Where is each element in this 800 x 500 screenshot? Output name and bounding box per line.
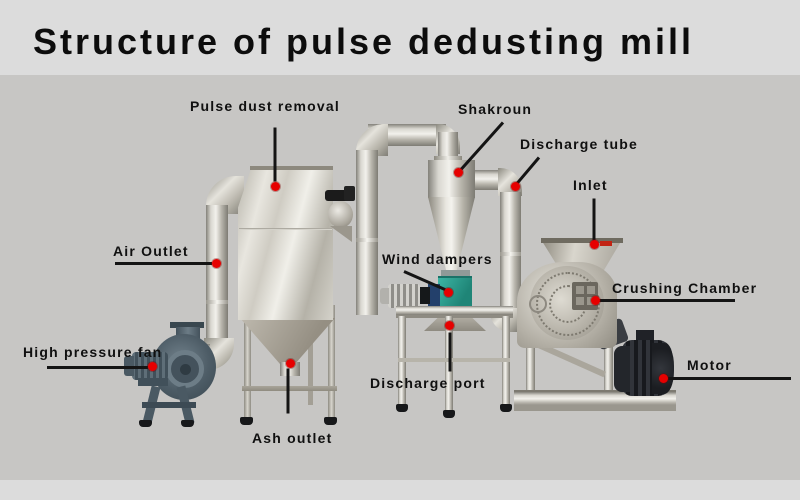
leader-line-pulse-dust-removal <box>273 127 277 181</box>
marker-dot-wind-dampers <box>443 287 453 297</box>
marker-dot-high-pressure-fan <box>147 361 157 371</box>
pulse-valve-pipe <box>325 190 353 201</box>
part-label-wind-dampers: Wind dampers <box>382 251 493 267</box>
pipe-weld-band <box>356 238 378 242</box>
air-outlet-pipe-vertical <box>206 205 228 355</box>
leader-line-discharge-tube <box>515 156 541 184</box>
marker-dot-discharge-port <box>444 320 454 330</box>
pulse-valve-bracket <box>330 226 352 242</box>
cyclone-loop-pipe-vertical <box>356 150 378 315</box>
marker-dot-discharge-tube <box>510 181 520 191</box>
leader-line-motor <box>666 376 791 380</box>
collector-stand-leg <box>328 305 335 418</box>
mill-stand-leg <box>604 338 613 394</box>
collector-stand-leg <box>244 305 251 418</box>
table-foot <box>500 404 512 412</box>
valve-coupling-black <box>418 287 430 304</box>
part-label-ash-outlet: Ash outlet <box>252 430 333 446</box>
leader-line-air-outlet <box>115 261 212 265</box>
fan-stand-bar <box>142 402 196 408</box>
valve-coupling-navy <box>428 284 440 306</box>
fan-foot <box>139 420 152 427</box>
title-band <box>0 0 800 75</box>
table-foot <box>443 410 455 418</box>
motor-end-cap <box>614 346 630 392</box>
marker-dot-air-outlet <box>211 258 221 268</box>
pulse-valve-tank <box>328 201 353 228</box>
pipe-weld-band <box>500 252 521 256</box>
part-label-discharge-port: Discharge port <box>370 375 486 391</box>
motor-front-cap <box>652 343 674 394</box>
pipe-weld-band <box>206 300 228 304</box>
table-top <box>396 306 513 315</box>
page-title: Structure of pulse dedusting mill <box>33 21 695 62</box>
marker-dot-crushing-chamber <box>590 295 600 305</box>
pulse-valve-fitting <box>344 186 355 201</box>
fan-motor-base <box>138 378 168 386</box>
part-label-discharge-tube: Discharge tube <box>520 136 638 152</box>
part-label-shakroun: Shakroun <box>458 101 533 117</box>
mill-star-emblem <box>529 295 547 313</box>
part-label-air-outlet: Air Outlet <box>113 243 189 259</box>
table-brace <box>398 358 510 362</box>
part-label-motor: Motor <box>687 357 732 373</box>
leader-line-inlet <box>592 198 596 240</box>
leader-line-discharge-port <box>448 332 452 371</box>
table-lip <box>396 315 513 318</box>
collector-ash-spout <box>280 362 300 376</box>
marker-dot-ash-outlet <box>285 358 295 368</box>
fan-outlet-flange <box>170 322 204 328</box>
collector-top-rim <box>250 166 333 170</box>
bottom-band <box>0 480 800 500</box>
collector-stand-leg <box>308 305 313 405</box>
marker-dot-shakroun <box>453 167 463 177</box>
discharge-tube-horizontal <box>466 170 506 190</box>
hopper-logo-sticker <box>600 241 612 246</box>
part-label-high-pressure-fan: High pressure fan <box>23 344 163 360</box>
table-foot <box>396 404 408 412</box>
valve-gear-motor <box>388 284 420 308</box>
marker-dot-inlet <box>589 239 599 249</box>
leader-line-crushing-chamber <box>597 298 735 302</box>
leader-line-shakroun <box>459 121 505 170</box>
collector-seam <box>239 228 332 230</box>
mill-stand-leg <box>526 338 535 394</box>
part-label-inlet: Inlet <box>573 177 608 193</box>
valve-motor-cap <box>380 288 389 304</box>
mill-base-shadow <box>514 405 676 411</box>
collector-stand-foot <box>324 417 337 425</box>
cyclone-cylinder <box>428 160 475 198</box>
part-label-pulse-dust-removal: Pulse dust removal <box>190 98 340 114</box>
panel-button-grid <box>576 286 584 294</box>
marker-dot-pulse-dust-removal <box>270 181 280 191</box>
mill-hopper-rim <box>541 238 623 243</box>
valve-top-flange <box>441 270 470 276</box>
cyclone-inlet-stub <box>438 132 458 162</box>
collector-body <box>238 168 333 320</box>
leader-line-ash-outlet <box>286 368 290 413</box>
fan-foot <box>181 420 194 427</box>
collector-stand-rail <box>242 386 337 391</box>
fan-hub <box>180 364 191 375</box>
cyclone-flange <box>434 156 462 161</box>
leader-line-high-pressure-fan <box>47 365 148 369</box>
collector-stand-foot <box>240 417 253 425</box>
collector-hopper <box>240 318 335 365</box>
part-label-crushing-chamber: Crushing Chamber <box>612 280 758 296</box>
marker-dot-motor <box>658 373 668 383</box>
